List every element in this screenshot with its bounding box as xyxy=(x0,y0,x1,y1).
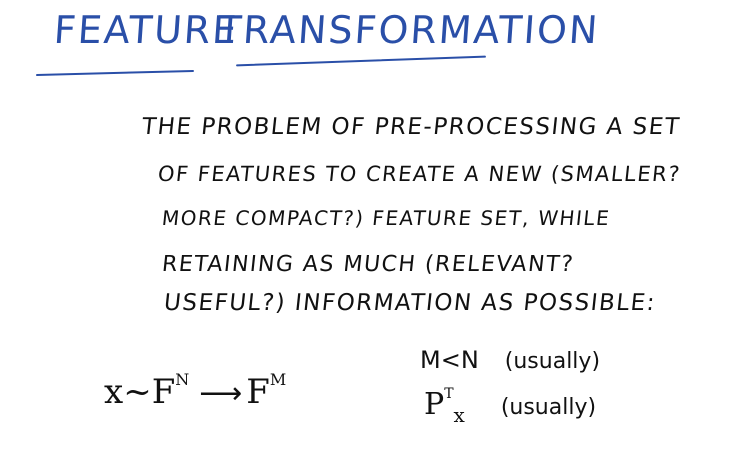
title-word-feature: Feature xyxy=(52,8,240,52)
condition-expression: M<N xyxy=(420,346,479,374)
definition-line-4: retaining as much (relevant? xyxy=(160,252,576,277)
math-f-domain: F xyxy=(151,372,176,412)
math-tilde: ~ xyxy=(123,372,152,412)
math-n-superscript: N xyxy=(175,370,190,389)
definition-line-2: of features to create a new (smaller? xyxy=(156,162,683,186)
definition-line-5: useful?) information as possible: xyxy=(162,290,658,316)
math-x: x xyxy=(104,372,124,412)
title-word-transformation: Transformation xyxy=(216,8,601,52)
mapping-arrow-icon: ⟶ xyxy=(199,376,243,411)
projection-p: P xyxy=(424,387,445,422)
dimension-condition: M<N (usually) xyxy=(420,346,600,374)
projection-note: (usually) xyxy=(500,395,597,420)
title-underline-1 xyxy=(36,69,194,77)
title-underline-2 xyxy=(236,55,486,67)
definition-line-1: The problem of pre-processing a set xyxy=(140,114,682,140)
projection-expression: PTx (usually) xyxy=(424,386,596,427)
definition-line-3: more compact?) feature set, while xyxy=(160,206,612,230)
projection-x: x xyxy=(453,403,465,427)
mapping-expression: x~FN⟶FM xyxy=(104,370,286,412)
math-f-codomain: F xyxy=(246,372,270,412)
condition-note: (usually) xyxy=(504,349,601,374)
projection-transpose: T xyxy=(444,386,454,402)
math-m-superscript: M xyxy=(269,370,287,389)
